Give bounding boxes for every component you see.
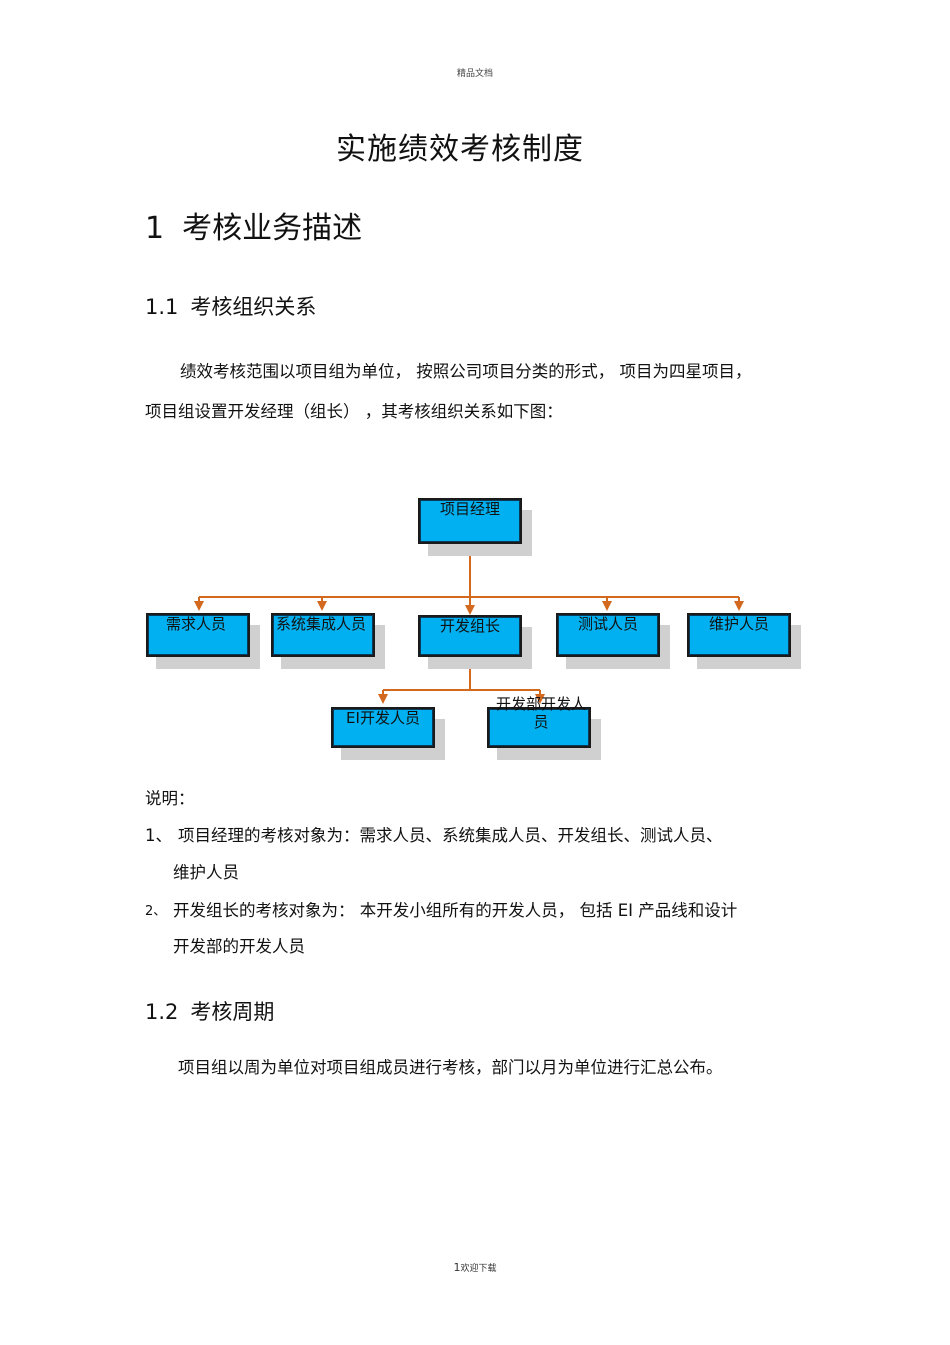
note-1-line-1: 项目经理的考核对象为：需求人员、系统集成人员、开发组长、测试人员、	[178, 826, 723, 845]
arrow-maint	[734, 601, 744, 611]
org-node-testing: 测试人员	[556, 613, 670, 669]
org-node-dev-lead: 开发组长	[418, 615, 532, 669]
arrow-ei	[378, 694, 388, 704]
org-node-project-manager: 项目经理	[418, 498, 532, 556]
section-1-number: 1	[145, 211, 165, 246]
org-node-label: EI开发人员	[346, 709, 420, 727]
arrow-sys	[317, 601, 327, 611]
arrow-req	[194, 601, 204, 611]
page-number: 1	[453, 1261, 461, 1274]
org-node-label: 开发组长	[439, 617, 500, 635]
arrow-devdept	[535, 694, 545, 704]
section-1-1-number: 1.1	[145, 295, 179, 319]
note-1-line-2: 维护人员	[173, 863, 239, 882]
page-header: 精品文档	[456, 69, 493, 79]
footer-text: 欢迎下载	[460, 1264, 497, 1274]
note-1-number: 1、	[145, 826, 172, 845]
arrow-lead	[465, 605, 475, 615]
org-node-maintenance: 维护人员	[687, 613, 801, 669]
org-node-label: 系统集成人员	[276, 615, 367, 633]
org-node-requirements: 需求人员	[146, 613, 260, 669]
section-1-2-title: 考核周期	[190, 1000, 275, 1024]
note-2-line-1: 开发组长的考核对象为： 本开发小组所有的开发人员， 包括 EI 产品线和设计	[173, 901, 738, 920]
section-1-2-heading: 1.2 考核周期	[145, 996, 274, 1026]
note-2-line-2: 开发部的开发人员	[173, 937, 305, 956]
section-1-2-number: 1.2	[145, 1000, 179, 1024]
org-node-devdept-dev: 开发部开发人员	[487, 695, 601, 760]
note-2-number: 2、	[145, 904, 167, 919]
section-1-heading: 1 考核业务描述	[145, 203, 362, 247]
org-node-label: 测试人员	[577, 615, 638, 633]
org-node-ei-dev: EI开发人员	[331, 707, 445, 760]
section-1-1-title: 考核组织关系	[190, 295, 317, 319]
org-node-label: 维护人员	[708, 615, 769, 633]
org-node-label: 项目经理	[439, 500, 500, 518]
section-1-title: 考核业务描述	[182, 211, 363, 246]
arrow-test	[602, 601, 612, 611]
section-1-1-heading: 1.1 考核组织关系	[145, 291, 316, 321]
page-footer: 1欢迎下载	[0, 1261, 950, 1274]
intro-paragraph-line-1: 绩效考核范围以项目组为单位， 按照公司项目分类的形式， 项目为四星项目，	[180, 362, 752, 381]
org-node-label: 开发部开发人员	[495, 695, 586, 731]
document-title: 实施绩效考核制度	[336, 132, 584, 167]
cycle-paragraph: 项目组以周为单位对项目组成员进行考核，部门以月为单位进行汇总公布。	[178, 1058, 723, 1077]
org-node-system-integration: 系统集成人员	[271, 613, 385, 669]
intro-paragraph-line-2: 项目组设置开发经理（组长） ，其考核组织关系如下图：	[145, 402, 563, 421]
org-node-label: 需求人员	[166, 615, 227, 633]
notes-label: 说明：	[145, 789, 195, 808]
